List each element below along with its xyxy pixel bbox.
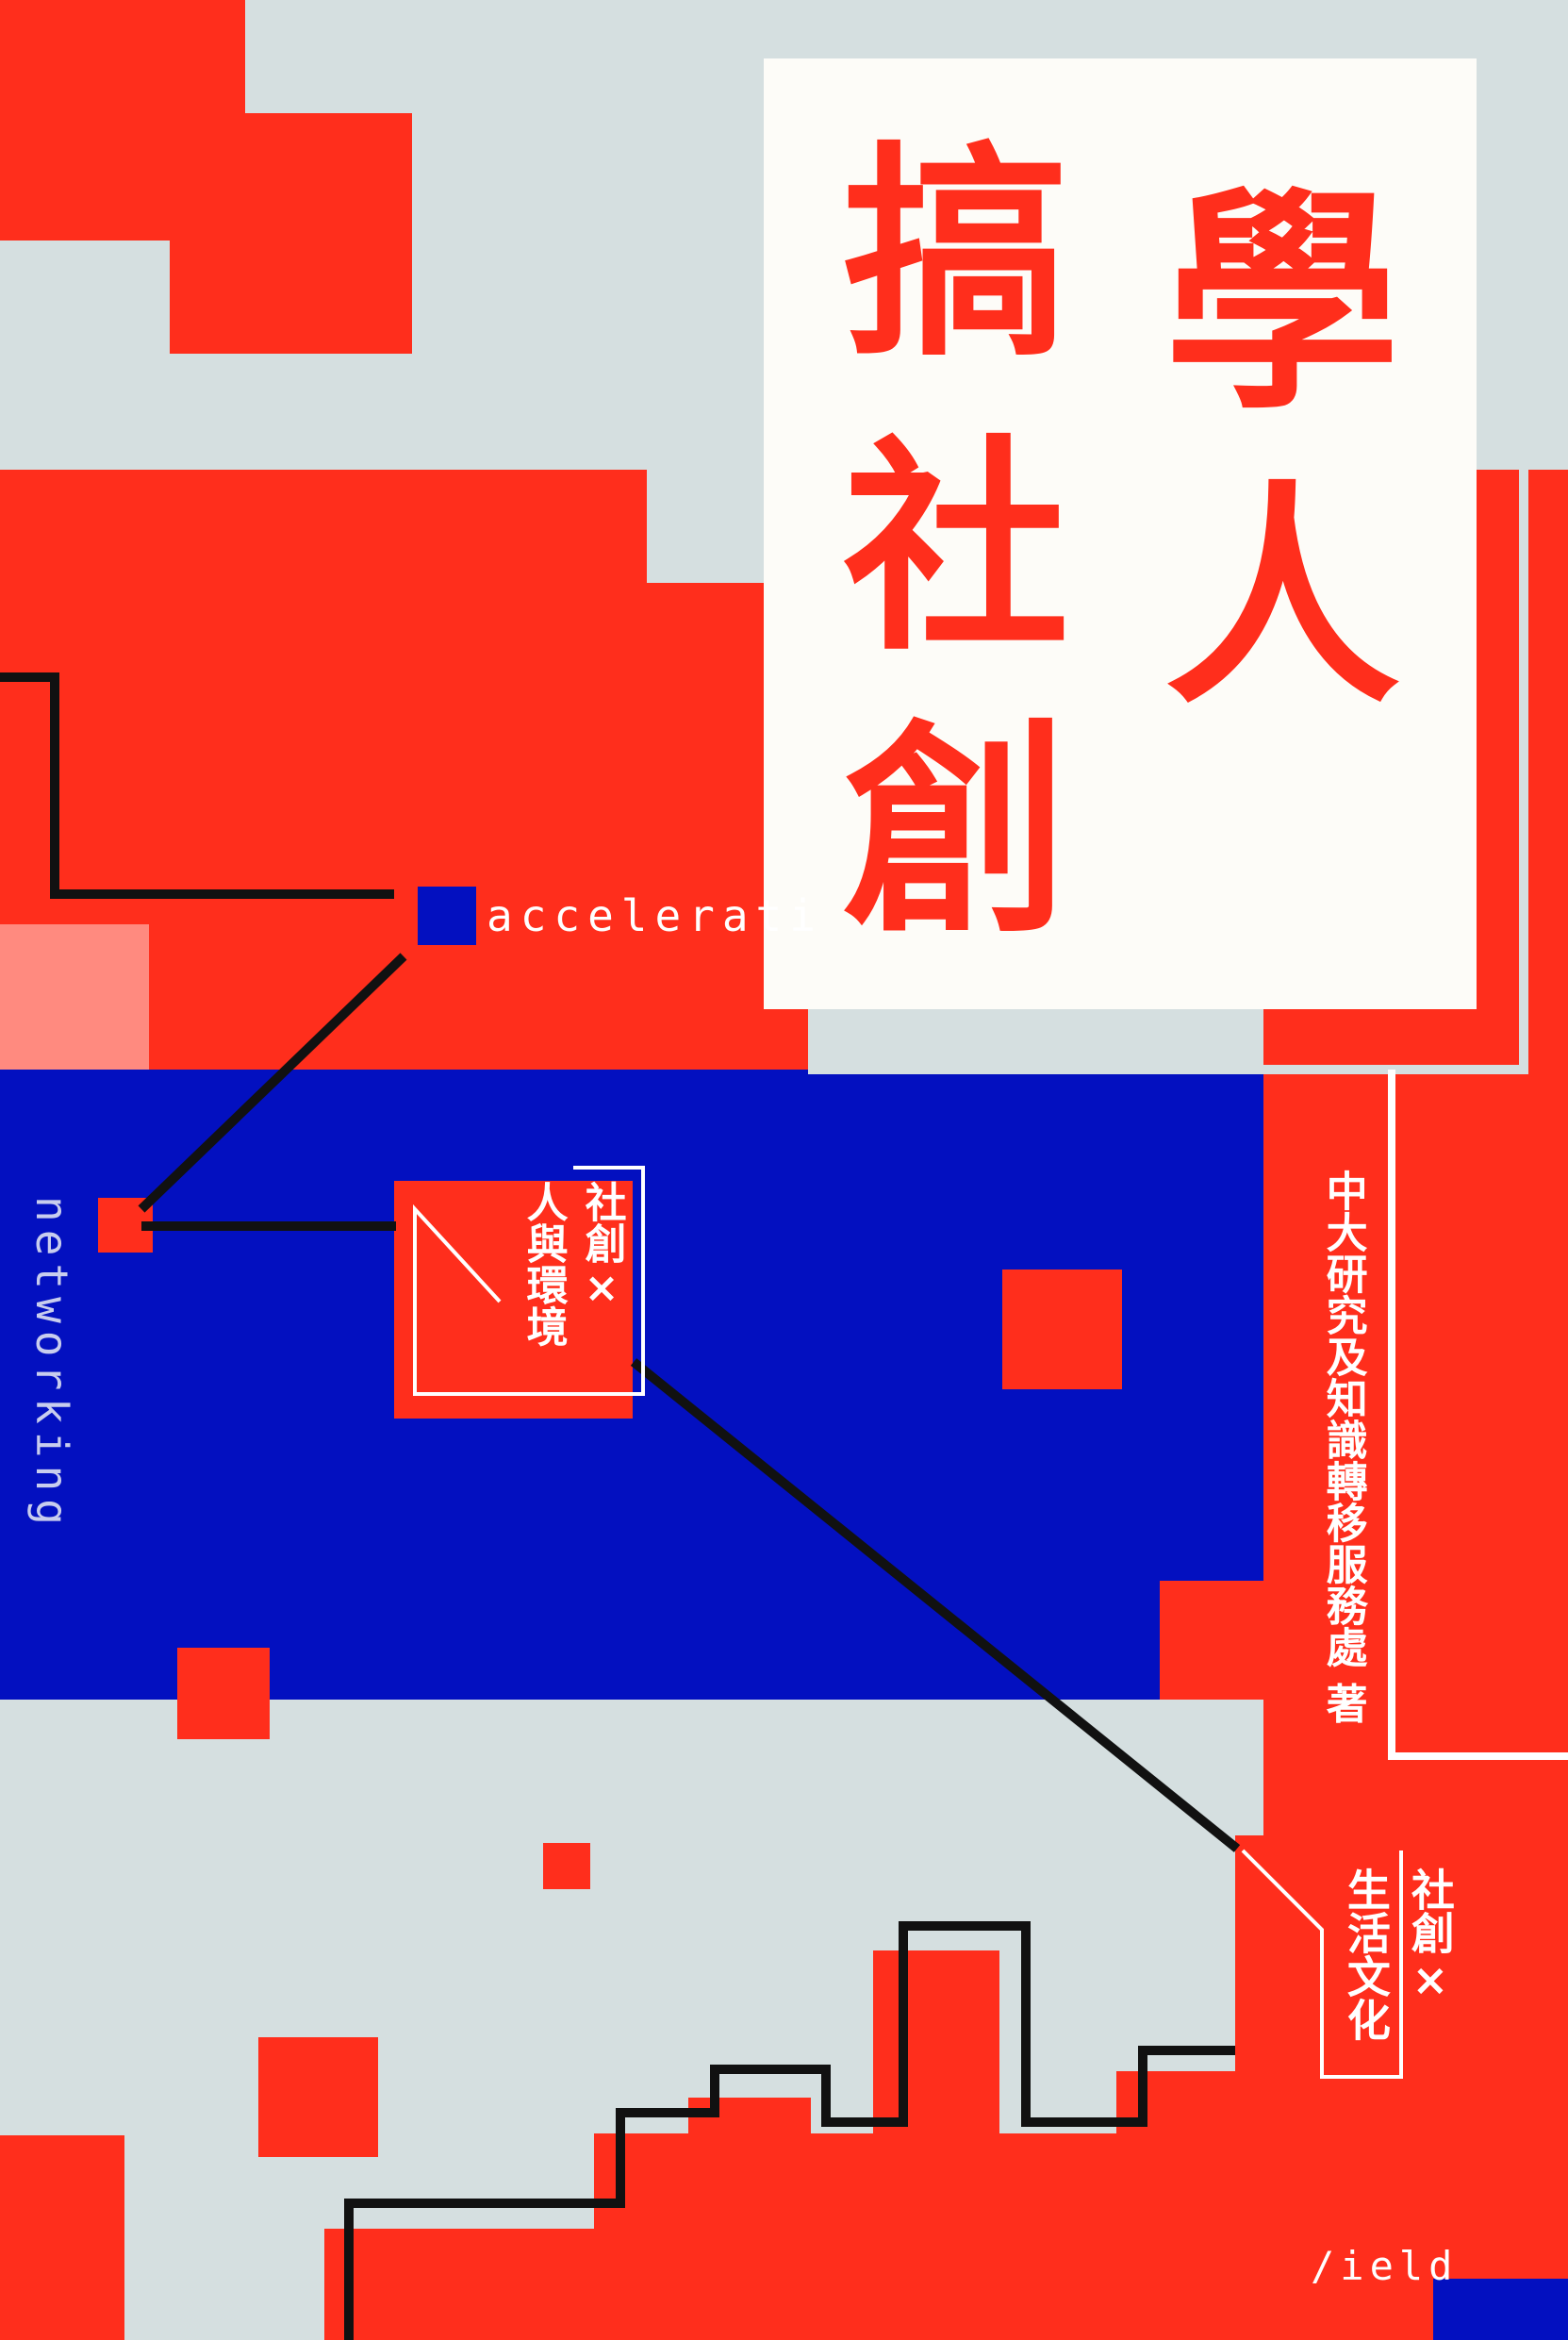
title-char-xue: 學	[1164, 167, 1400, 441]
title-card: 學 人 搞 社 創	[764, 58, 1477, 1009]
red-skyline-4	[873, 1950, 999, 2139]
blue-square-bottom-right	[1433, 2279, 1568, 2340]
label-life-part1: 社創×	[1404, 1867, 1456, 2005]
red-skyline-1	[324, 2229, 1248, 2340]
label-life-part2: 生活文化	[1340, 1867, 1392, 2041]
red-block-top-left-2	[170, 113, 412, 354]
word-yield: /ield	[1311, 2243, 1459, 2289]
red-label-box-env	[394, 1181, 633, 1419]
blue-node-square	[418, 887, 476, 945]
red-skyline-2	[594, 2133, 1248, 2229]
title-char-ren: 人	[1164, 461, 1400, 736]
red-square-bottom-left	[258, 2037, 378, 2157]
red-square-small	[543, 1843, 590, 1889]
red-block-bottom-left	[0, 2135, 124, 2340]
red-square-lower-left	[177, 1648, 270, 1739]
author-credit: 中大研究及知識轉移服務處 著	[1318, 1170, 1367, 1724]
red-step-right	[1160, 1581, 1263, 1700]
label-env-part1: 社創×	[577, 1181, 626, 1312]
red-square-blue-right	[1002, 1270, 1122, 1389]
label-env-part2: 人與環境	[519, 1181, 568, 1347]
word-acceleration: accelerati	[487, 890, 823, 941]
title-char-gao: 搞	[842, 123, 1069, 387]
pink-square-left	[0, 924, 149, 1070]
title-char-chuang: 創	[842, 700, 1069, 964]
word-networking: networking	[26, 1196, 77, 1533]
title-char-she: 社	[842, 417, 1069, 681]
